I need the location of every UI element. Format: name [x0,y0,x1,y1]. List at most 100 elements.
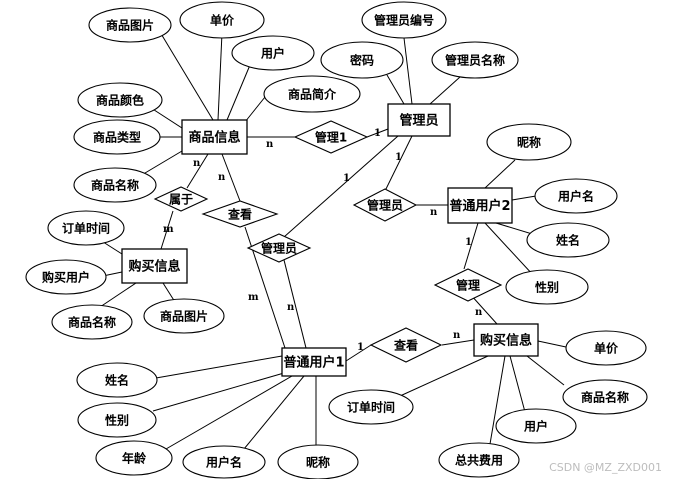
attr-user2-username: 用户名 [534,178,618,214]
relationship-label: 管理1 [315,130,347,145]
attr-user2-name: 姓名 [526,222,610,258]
entity-admin: 管理员 [387,103,451,137]
attr-user1-age: 年龄 [95,440,173,476]
attr-label: 管理员名称 [445,53,505,68]
entity-label: 管理员 [399,113,438,129]
attr-label: 购买用户 [42,270,90,285]
cardinality-label: m [248,292,259,303]
attr-product-type: 商品类型 [73,119,161,155]
cardinality-label: n [430,207,438,218]
cardinality-label: n [453,330,461,341]
cardinality-label: n [287,302,295,313]
attr-label: 单价 [594,341,619,356]
attr-admin-password: 密码 [320,41,404,79]
attr-purchase2-order-time: 订单时间 [328,389,414,425]
attr-purchase2-product-name: 商品名称 [562,379,648,415]
attr-label: 订单时间 [62,221,110,236]
attr-purchase2-price: 单价 [565,330,647,366]
attr-label: 订单时间 [347,400,395,415]
attr-label: 姓名 [105,373,129,388]
attr-product-color: 商品颜色 [77,82,163,118]
cardinality-label: 1 [465,237,472,248]
cardinality-label: n [475,307,483,318]
attr-label: 姓名 [556,233,580,248]
relationship-view1: 查看 [201,200,279,228]
relationship-belongs: 属于 [153,186,209,212]
cardinality-label: 1 [395,152,402,163]
entity-purchase1: 购买信息 [121,248,188,284]
relationship-manage1: 管理1 [293,120,369,154]
relationship-label: 管理 [456,278,480,293]
cardinality-label: 1 [357,342,364,353]
attr-purchase2-user: 用户 [495,408,577,444]
relationship-admin-manages-user1: 管理员 [246,233,312,263]
entity-label: 商品信息 [188,130,240,146]
attr-user1-username: 用户名 [182,445,266,479]
cardinality-label: n [266,139,274,150]
attr-purchase1-product-name: 商品名称 [51,304,133,340]
attr-admin-name: 管理员名称 [431,41,519,79]
attr-admin-number: 管理员编号 [361,1,447,39]
attr-user1-name: 姓名 [76,362,158,398]
entity-user2: 普通用户2 [447,187,513,224]
watermark: CSDN @MZ_ZXD001 [549,461,662,474]
attr-label: 商品类型 [93,130,141,145]
attr-purchase2-total-cost: 总共费用 [438,442,520,478]
attr-product-image: 商品图片 [88,7,172,43]
attr-user2-nickname: 昵称 [486,123,572,161]
attr-label: 商品简介 [288,87,337,102]
connector-lines [97,31,567,450]
attr-user1-gender: 性别 [77,402,157,438]
attr-product-price: 单价 [179,1,265,39]
attr-label: 用户名 [205,455,242,470]
attr-label: 年龄 [122,451,147,466]
attr-label: 用户 [260,46,285,61]
attr-label: 单价 [210,13,235,28]
attr-user2-gender: 性别 [505,269,589,305]
cardinality-label: n [218,172,226,183]
attr-label: 性别 [104,413,129,428]
relationship-manage: 管理 [433,268,503,302]
attr-label: 用户名 [557,189,594,204]
entity-product: 商品信息 [181,119,248,155]
relationship-label: 管理员 [261,241,297,256]
attr-purchase1-product-image: 商品图片 [143,298,225,334]
relationship-label: 查看 [227,207,252,222]
attr-label: 昵称 [306,455,330,470]
entity-label: 购买信息 [480,333,532,349]
attr-label: 商品名称 [68,315,116,330]
entity-purchase2: 购买信息 [473,323,539,357]
cardinality-labels: n 1 1 1 n 1 n n m n m n 1 n [163,128,483,353]
attr-product-name: 商品名称 [73,167,157,203]
attr-product-intro: 商品简介 [263,75,361,113]
cardinality-label: m [163,224,174,235]
attr-label: 密码 [350,53,374,68]
attr-purchase1-buyer: 购买用户 [25,259,107,295]
entity-label: 普通用户1 [283,355,344,371]
cardinality-label: 1 [374,128,381,139]
attr-purchase1-order-time: 订单时间 [47,210,125,246]
relationship-label: 属于 [169,193,193,207]
attr-label: 商品图片 [160,309,208,324]
attr-label: 商品颜色 [96,93,144,108]
entity-label: 普通用户2 [449,198,510,214]
relationship-label: 查看 [393,338,418,353]
entity-user1: 普通用户1 [281,347,347,377]
relationship-view2: 查看 [369,327,443,363]
relationship-label: 管理员 [367,198,403,213]
attr-label: 管理员编号 [374,13,434,28]
attr-product-user: 用户 [231,35,315,71]
relationship-admin-manages-user2: 管理员 [352,188,418,222]
cardinality-label: n [193,158,201,169]
attr-label: 商品名称 [581,390,629,405]
attr-label: 总共费用 [455,453,503,468]
entity-label: 购买信息 [128,259,180,275]
attr-label: 用户 [523,419,548,434]
cardinality-label: 1 [343,173,350,184]
attr-user1-nickname: 昵称 [277,444,359,479]
attr-label: 昵称 [517,135,541,150]
attr-label: 性别 [534,280,559,295]
attr-label: 商品图片 [106,18,154,33]
attr-label: 商品名称 [91,178,139,193]
